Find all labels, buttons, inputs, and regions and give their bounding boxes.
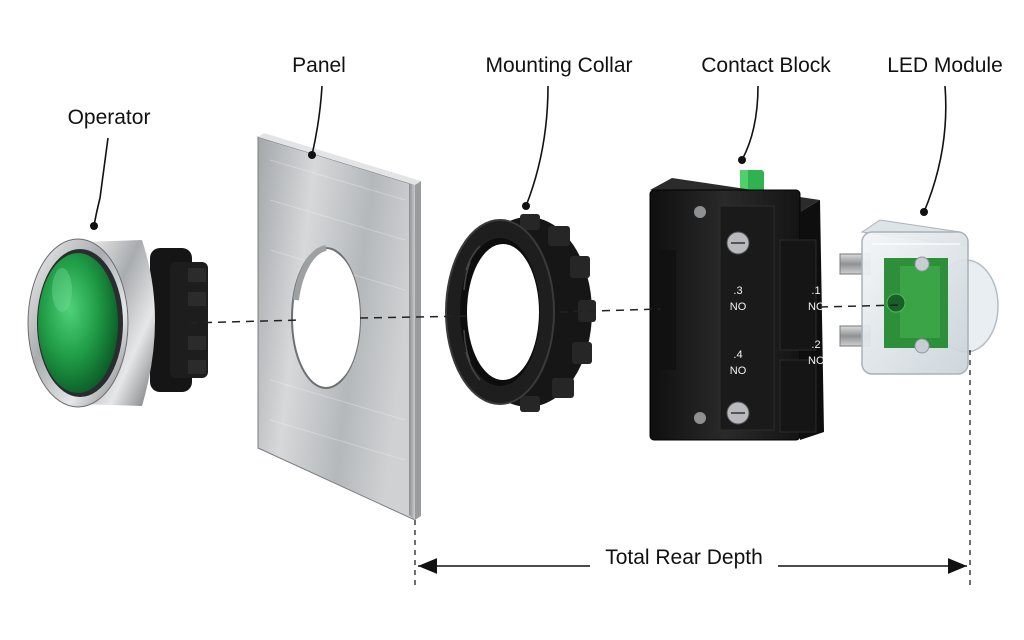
terminal-4-type: NO [730, 365, 747, 377]
label-total-rear-depth: Total Rear Depth [605, 546, 763, 569]
label-contact-block: Contact Block [701, 54, 831, 77]
label-mounting-collar: Mounting Collar [485, 54, 632, 77]
led-module [839, 219, 999, 375]
terminal-3-type: NO [730, 301, 747, 313]
terminal-2-number: .2 [811, 339, 820, 351]
operator-pushbutton [27, 238, 208, 408]
terminal-1-type: NC [808, 301, 824, 313]
terminal-4-number: .4 [733, 349, 742, 361]
panel-plate [257, 133, 421, 521]
green-button-cap [38, 253, 118, 393]
terminal-3-number: .3 [733, 285, 742, 297]
terminal-2-type: NC [808, 355, 824, 367]
label-panel: Panel [292, 54, 346, 77]
dimension-total-rear-depth: Total Rear Depth [414, 350, 971, 585]
callout-leaders [93, 85, 947, 227]
label-operator: Operator [68, 106, 151, 129]
label-led-module: LED Module [887, 54, 1003, 77]
terminal-1-number: .1 [811, 285, 820, 297]
contact-block: .3 NO .4 NO .1 NC .2 NC [649, 170, 824, 441]
mounting-collar [445, 214, 596, 412]
